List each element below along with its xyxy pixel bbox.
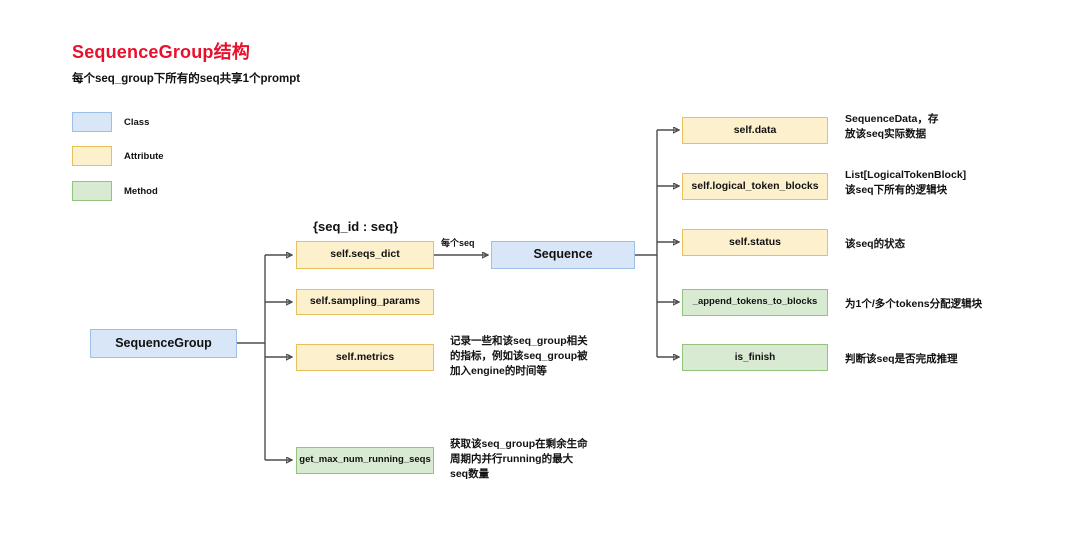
legend-swatch-method [72,181,112,201]
legend-swatch-class [72,112,112,132]
node-is-finish[interactable]: is_finish [682,344,828,371]
note-append-tokens-to-blocks: 为1个/多个tokens分配逻辑块 [845,298,983,310]
legend-swatch-attribute [72,146,112,166]
node-self-metrics[interactable]: self.metrics [296,344,434,371]
node-append-tokens-to-blocks[interactable]: _append_tokens_to_blocks [682,289,828,316]
node-self-data[interactable]: self.data [682,117,828,144]
seqs-dict-caption: {seq_id : seq} [313,219,399,234]
page-subtitle: 每个seq_group下所有的seq共享1个prompt [72,73,301,85]
node-self-sampling-params[interactable]: self.sampling_params [296,289,434,315]
legend-label-method: Method [124,186,158,197]
note-self-logical-token-blocks: List[LogicalTokenBlock] 该seq下所有的逻辑块 [845,169,967,197]
node-sequence[interactable]: Sequence [491,241,635,269]
note-self-metrics: 记录一些和该seq_group相关 的指标，例如该seq_group被 加入en… [450,335,588,378]
page-title: SequenceGroup结构 [72,42,251,62]
node-sequence-group[interactable]: SequenceGroup [90,329,237,358]
node-self-seqs-dict[interactable]: self.seqs_dict [296,241,434,269]
note-self-status: 该seq的状态 [845,238,906,250]
note-self-data: SequenceData，存 放该seq实际数据 [845,113,939,141]
node-self-status[interactable]: self.status [682,229,828,256]
edge-label-each-seq: 每个seq [441,238,475,248]
note-get-max-num-running-seqs: 获取该seq_group在剩余生命 周期内并行running的最大 seq数量 [450,438,588,481]
node-self-logical-token-blocks[interactable]: self.logical_token_blocks [682,173,828,200]
note-is-finish: 判断该seq是否完成推理 [845,353,958,365]
legend-label-attribute: Attribute [124,151,164,162]
legend-label-class: Class [124,117,150,128]
node-get-max-num-running-seqs[interactable]: get_max_num_running_seqs [296,447,434,474]
